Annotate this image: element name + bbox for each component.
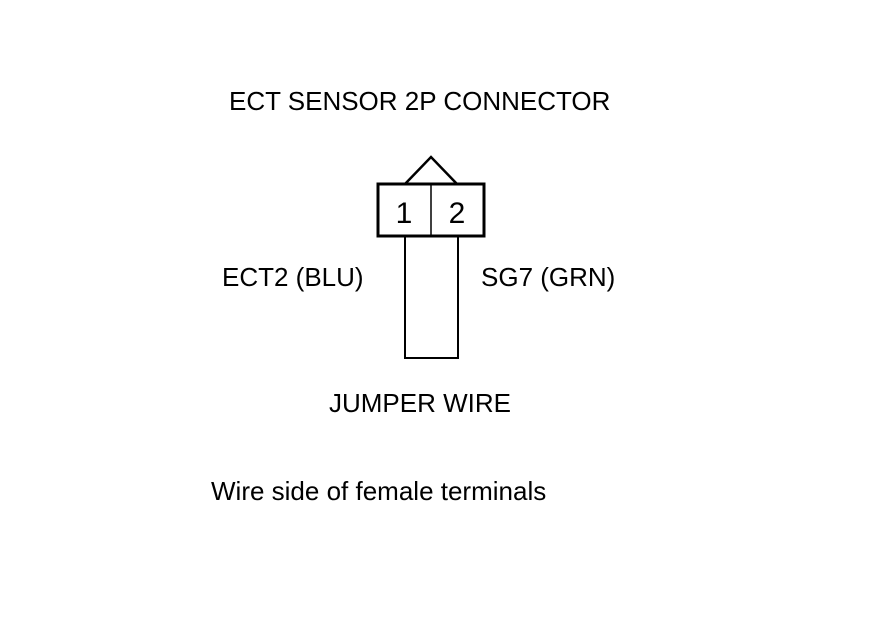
connector-lock-tab — [404, 155, 458, 185]
pin-2-label: 2 — [449, 197, 466, 230]
jumper-wire — [404, 236, 459, 359]
pin-1-label: 1 — [396, 197, 413, 230]
connector-title: ECT SENSOR 2P CONNECTOR — [229, 86, 611, 116]
wire-label-ect2: ECT2 (BLU) — [222, 262, 364, 292]
terminal-side-note: Wire side of female terminals — [211, 476, 547, 506]
wire-label-sg7: SG7 (GRN) — [481, 262, 616, 292]
jumper-wire-label: JUMPER WIRE — [329, 388, 511, 418]
